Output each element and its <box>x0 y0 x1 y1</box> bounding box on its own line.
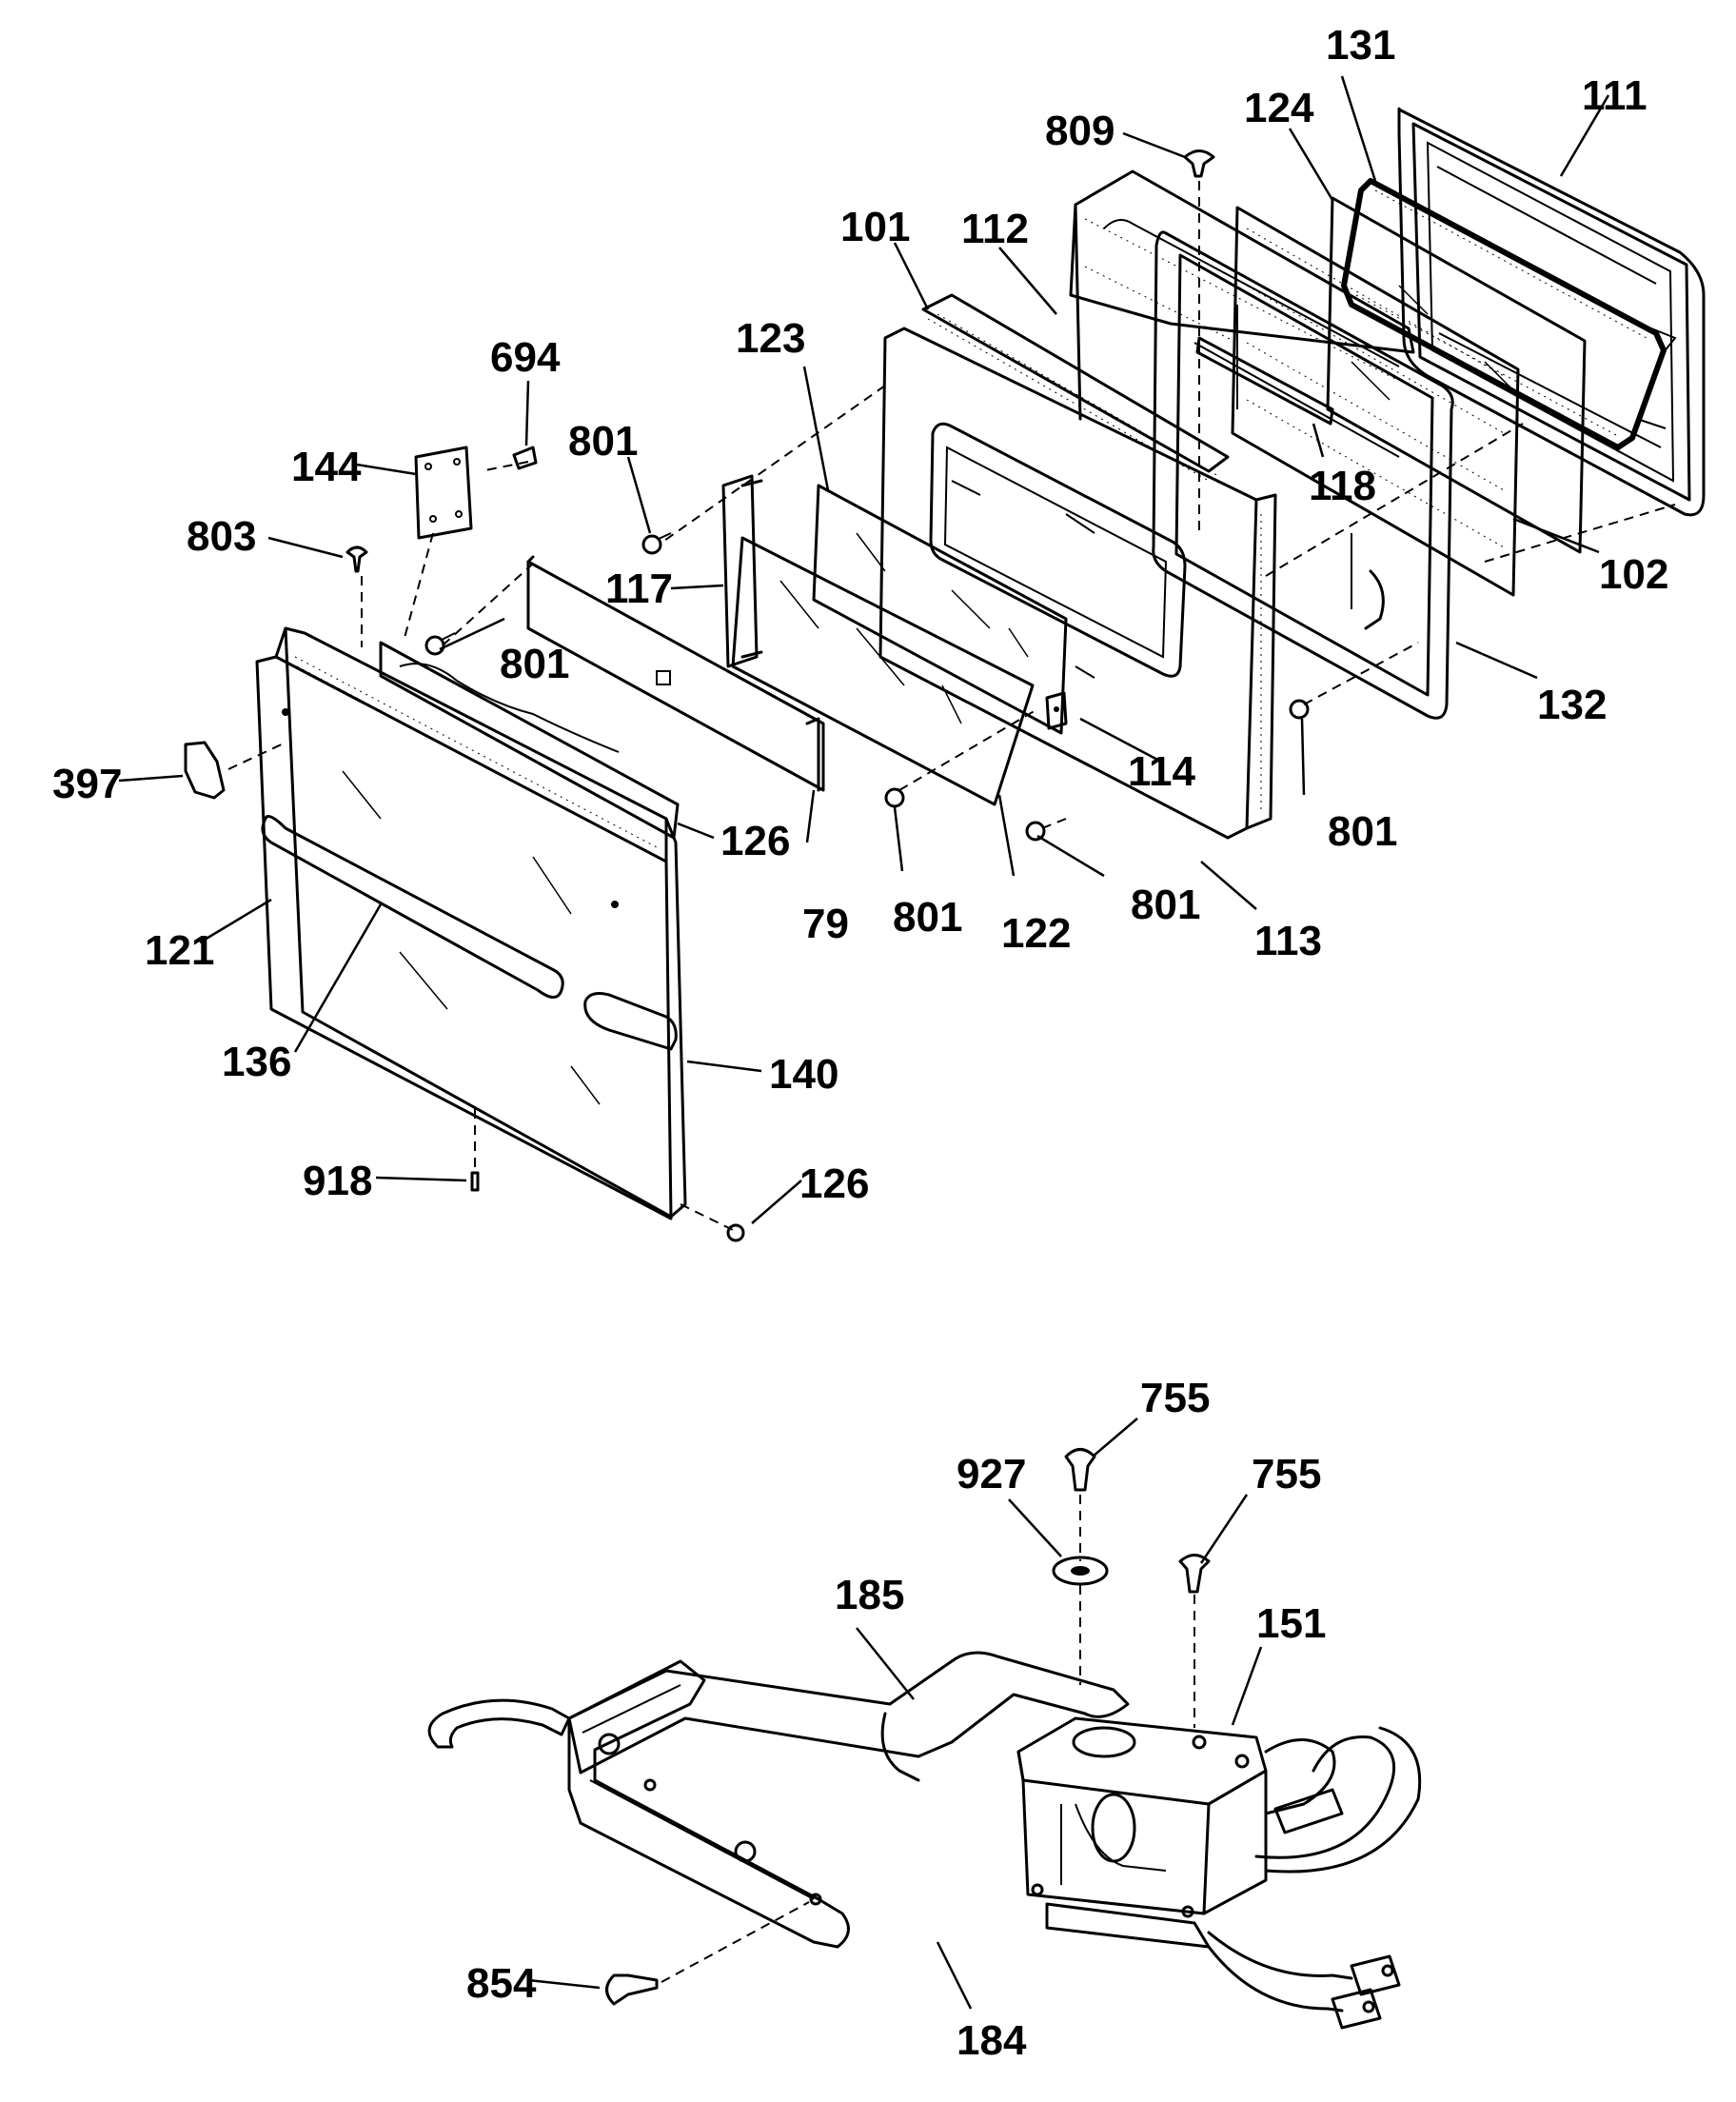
callout-801-b: 801 <box>500 641 569 687</box>
callout-132: 132 <box>1537 682 1607 728</box>
leader-lines-lower <box>527 1418 1263 2010</box>
assembly-lines-lower <box>661 1495 1195 1983</box>
callout-123: 123 <box>736 315 805 362</box>
screw-809 <box>1183 149 1215 178</box>
callout-801-d: 801 <box>893 894 962 941</box>
part-79-shield <box>526 555 825 792</box>
part-118-bracket <box>1195 336 1334 426</box>
callout-918: 918 <box>303 1158 372 1204</box>
screw-918 <box>470 1171 480 1192</box>
part-136-door-handle <box>261 815 678 1051</box>
part-101-insulation-blanket <box>921 293 1230 482</box>
callout-927: 927 <box>957 1451 1026 1497</box>
part-114-clip <box>1045 691 1068 730</box>
callout-151: 151 <box>1256 1600 1326 1647</box>
part-131-gasket <box>1341 178 1667 450</box>
callout-801-a: 801 <box>568 418 638 465</box>
part-123-glass-panel <box>812 484 1068 735</box>
callout-803: 803 <box>187 513 256 560</box>
part-140-outer-door <box>255 626 687 1220</box>
part-113-inner-door-frame <box>878 327 1277 840</box>
callout-101: 101 <box>840 204 910 250</box>
callout-144: 144 <box>291 444 362 490</box>
screw-755-a <box>1064 1448 1096 1492</box>
callout-184: 184 <box>957 2017 1027 2064</box>
callout-121: 121 <box>145 927 214 974</box>
oven-door-assembly: 131 111 809 124 101 112 123 694 144 801 … <box>52 22 1706 1242</box>
door-lock-assembly: 755 927 755 185 151 854 184 <box>427 1375 1422 2064</box>
callout-124: 124 <box>1244 85 1314 131</box>
callout-117: 117 <box>605 565 673 612</box>
cap-126-bottom <box>726 1223 745 1242</box>
leader-lines-upper <box>118 75 1610 1224</box>
part-144-bracket-plate <box>414 446 473 540</box>
assembly-lines-upper <box>227 181 1676 1231</box>
screw-694 <box>512 446 538 470</box>
callout-136: 136 <box>222 1039 291 1085</box>
callout-854: 854 <box>466 1960 537 2007</box>
callout-809: 809 <box>1045 108 1115 154</box>
screw-801-bottom-b <box>1025 821 1046 842</box>
callout-112: 112 <box>961 206 1029 252</box>
screw-854 <box>605 1973 659 2006</box>
callout-126-a: 126 <box>720 818 790 864</box>
callout-397: 397 <box>52 761 122 807</box>
callout-755-a: 755 <box>1140 1375 1210 1421</box>
washer-927 <box>1052 1556 1109 1586</box>
callout-111: 111 <box>1582 72 1647 119</box>
screw-801-top-left <box>641 532 672 555</box>
callout-79: 79 <box>802 901 849 947</box>
screw-801-bottom-a <box>884 787 905 808</box>
callout-131: 131 <box>1326 22 1395 69</box>
callout-185: 185 <box>835 1572 904 1618</box>
part-111-door-back-frame <box>1397 107 1706 517</box>
callout-113: 113 <box>1254 918 1322 964</box>
part-151-lock-motor <box>1016 1716 1268 1949</box>
part-122-window-glass <box>731 536 1035 806</box>
callout-118: 118 <box>1309 463 1376 509</box>
part-117-glass-retainer <box>721 474 763 668</box>
screw-803 <box>345 545 368 573</box>
screw-755-b <box>1178 1554 1211 1594</box>
callout-126-b: 126 <box>799 1160 869 1207</box>
part-185-latch-arm <box>427 1651 1130 1782</box>
callout-801-e: 801 <box>1131 882 1200 928</box>
callout-694: 694 <box>490 334 561 381</box>
callout-755-b: 755 <box>1252 1451 1321 1497</box>
callout-114: 114 <box>1128 748 1196 795</box>
callout-102: 102 <box>1599 551 1668 598</box>
part-112-door-panel <box>1069 169 1415 421</box>
callout-801-c: 801 <box>1328 808 1397 855</box>
screw-801-right <box>1289 699 1310 720</box>
part-397-end-cap <box>184 741 226 800</box>
callout-122: 122 <box>1001 910 1071 957</box>
part-184-mounting-bracket <box>567 1659 850 1949</box>
callout-140: 140 <box>769 1051 838 1098</box>
part-151-switch-wires <box>1207 1726 1422 2030</box>
